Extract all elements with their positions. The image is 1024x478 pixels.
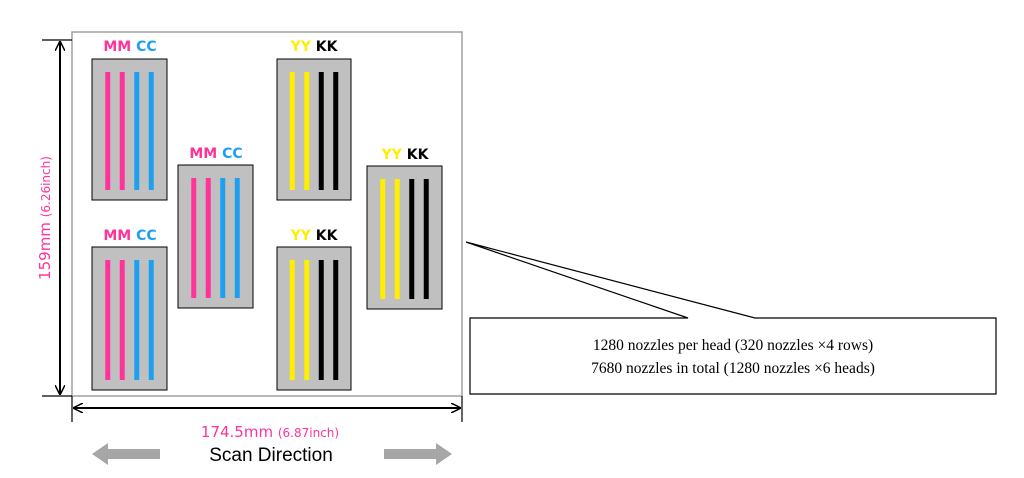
print-head: YY KK <box>276 39 352 201</box>
print-head-body <box>91 58 168 201</box>
print-head-label-part: YY <box>381 147 403 163</box>
scan-direction-label: Scan Direction <box>209 445 333 466</box>
print-head: MM CC <box>177 146 254 309</box>
scan-left-arrow-icon <box>92 443 160 465</box>
print-head-body <box>366 165 443 310</box>
scan-direction: Scan Direction <box>92 443 452 466</box>
callout-line-2: 7680 nozzles in total (1280 nozzles ×6 h… <box>591 360 875 377</box>
print-head: MM CC <box>91 228 168 391</box>
print-head-label-part: YY <box>290 39 312 55</box>
print-head: YY KK <box>276 228 352 391</box>
height-dimension-label: 159mm (6.26inch) <box>36 156 54 280</box>
callout-line-1: 1280 nozzles per head (320 nozzles ×4 ro… <box>593 337 873 354</box>
print-head-label-part: MM <box>103 39 131 55</box>
height-dimension: 159mm (6.26inch) <box>36 39 72 397</box>
print-head-label: YY KK <box>290 39 339 55</box>
print-head-label: MM CC <box>189 146 242 162</box>
width-main-text: 174.5mm <box>201 423 273 441</box>
print-head-label: YY KK <box>381 147 430 163</box>
print-head-label: MM CC <box>103 228 156 244</box>
print-head-body <box>276 58 352 201</box>
print-head-label-part: KK <box>402 147 430 163</box>
print-head-label-part: KK <box>311 39 339 55</box>
height-main-text: 159mm <box>36 222 54 280</box>
height-sub-text: (6.26inch) <box>39 156 53 217</box>
print-head-label-part: CC <box>217 146 242 162</box>
print-head-label-part: CC <box>131 39 156 55</box>
print-head-label: MM CC <box>103 39 156 55</box>
width-dimension: 174.5mm (6.87inch) <box>71 396 463 441</box>
scan-right-arrow-icon <box>384 443 452 465</box>
print-head-label-part: MM <box>103 228 131 244</box>
print-head: YY KK <box>366 147 443 310</box>
print-head-label-part: YY <box>290 228 312 244</box>
print-head-label-part: CC <box>131 228 156 244</box>
width-dimension-label: 174.5mm (6.87inch) <box>201 423 339 441</box>
print-head-label: YY KK <box>290 228 339 244</box>
width-sub-text: (6.87inch) <box>278 426 339 440</box>
print-head-body <box>91 246 168 391</box>
print-head-label-part: MM <box>189 146 217 162</box>
nozzle-callout: 1280 nozzles per head (320 nozzles ×4 ro… <box>465 241 997 395</box>
print-head-label-part: KK <box>311 228 339 244</box>
print-head: MM CC <box>91 39 168 201</box>
print-head-body <box>177 164 254 309</box>
print-head-body <box>276 246 352 391</box>
callout-bubble <box>465 241 997 395</box>
